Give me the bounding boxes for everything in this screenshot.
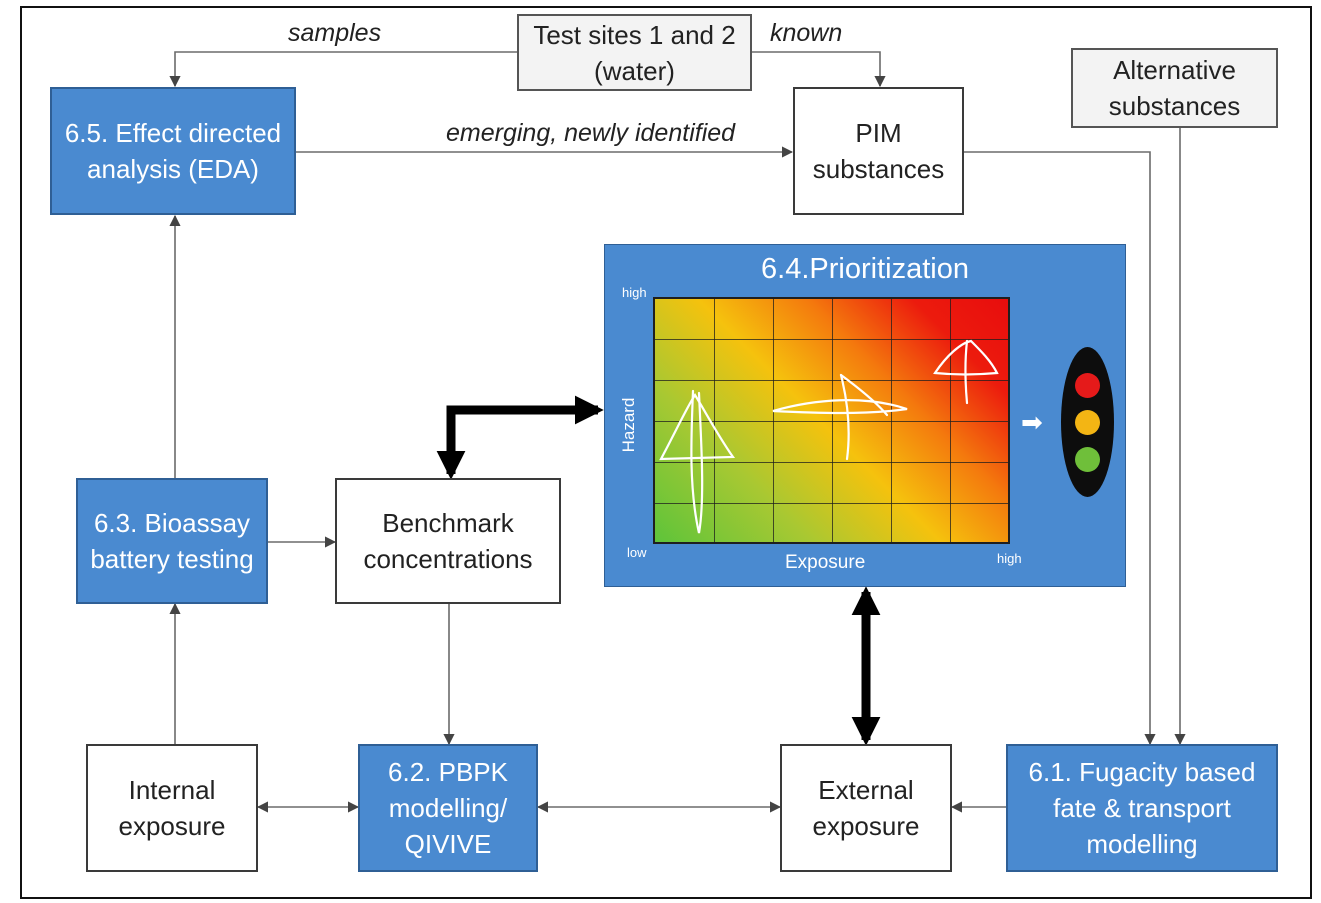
arrow-known	[752, 51, 886, 88]
label-emerging: emerging, newly identified	[446, 119, 736, 147]
grid-line	[773, 299, 774, 542]
benchmark-box: Benchmark concentrations	[335, 478, 561, 604]
exposure-high-label: high	[997, 551, 1022, 566]
grid-line	[950, 299, 951, 542]
alternative-box: Alternative substances	[1071, 48, 1278, 128]
grid-line	[655, 380, 1008, 381]
prioritization-panel: 6.4.Prioritization high low high Hazard …	[604, 244, 1126, 587]
pim-box: PIM substances	[793, 87, 964, 215]
grid-line	[714, 299, 715, 542]
grid-line	[891, 299, 892, 542]
arrow-samples	[169, 51, 517, 88]
hazard-high-label: high	[622, 285, 647, 300]
label-samples: samples	[288, 19, 382, 47]
thick-arrow-benchmark-prioritization	[436, 395, 604, 480]
green-light-icon	[1075, 447, 1100, 472]
sketch-glyph-right	[933, 339, 999, 405]
substance-sketches	[659, 339, 999, 534]
grid-line	[655, 462, 1008, 463]
test-sites-box: Test sites 1 and 2 (water)	[517, 14, 752, 91]
amber-light-icon	[1075, 410, 1100, 435]
hazard-exposure-heatmap	[653, 297, 1010, 544]
internal-exposure-box: Internal exposure	[86, 744, 258, 872]
grid-line	[655, 339, 1008, 340]
external-exposure-box: External exposure	[780, 744, 952, 872]
traffic-light-icon	[1061, 347, 1114, 497]
prioritization-title: 6.4.Prioritization	[761, 253, 969, 285]
sketch-glyph-left	[659, 389, 736, 534]
hazard-axis-label: Hazard	[619, 397, 638, 453]
grid-line	[655, 421, 1008, 422]
sketch-glyph-middle	[772, 373, 908, 461]
exposure-axis-label: Exposure	[785, 552, 866, 573]
red-light-icon	[1075, 373, 1100, 398]
exposure-low-label: low	[627, 545, 647, 560]
eda-box: 6.5. Effect directed analysis (EDA)	[50, 87, 296, 215]
label-known: known	[770, 19, 843, 47]
bioassay-box: 6.3. Bioassay battery testing	[76, 478, 268, 604]
arrow-right-icon: ➡	[1021, 407, 1043, 437]
fugacity-box: 6.1. Fugacity based fate & transport mod…	[1006, 744, 1278, 872]
grid-line	[832, 299, 833, 542]
grid-line	[655, 503, 1008, 504]
pbpk-box: 6.2. PBPK modelling/ QIVIVE	[358, 744, 538, 872]
arrow-pim-to-fugacity	[964, 151, 1156, 746]
